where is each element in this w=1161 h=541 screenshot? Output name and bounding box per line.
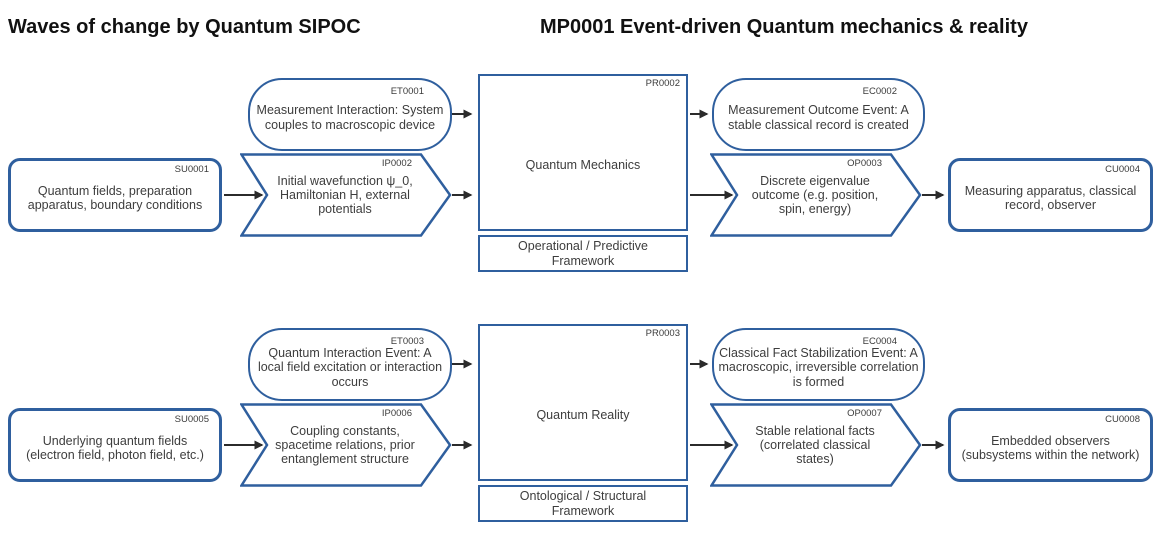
framework-text: Operational / Predictive Framework [518, 239, 648, 268]
input-text: Initial wavefunction ψ_0, Hamiltonian H,… [277, 173, 413, 217]
shape-id-label: PR0003 [645, 328, 680, 339]
framework-text: Ontological / Structural Framework [519, 489, 647, 518]
shape-id-label: SU0001 [174, 164, 209, 175]
process-name: Quantum Reality [536, 408, 630, 423]
row1-process-box: PR0002 Quantum Mechanics [478, 74, 688, 231]
diagram-title-right: MP0001 Event-driven Quantum mechanics & … [540, 16, 1028, 38]
supplier-text: Underlying quantum fields (electron fiel… [26, 433, 204, 462]
row2-customer-box: CU0008 Embedded observers (subsystems wi… [948, 408, 1153, 482]
row2-process-framework: Ontological / Structural Framework [478, 485, 688, 522]
process-name: Quantum Mechanics [525, 158, 641, 173]
row2-input-chevron: IP0006 Coupling constants, spacetime rel… [240, 403, 452, 487]
row1-output-chevron: OP0003 Discrete eigenvalue outcome (e.g.… [710, 153, 922, 237]
shape-id-label: PR0002 [645, 78, 680, 89]
row1-input-chevron: IP0002 Initial wavefunction ψ_0, Hamilto… [240, 153, 452, 237]
row1-supplier-box: SU0001 Quantum fields, preparation appar… [8, 158, 222, 232]
row1-customer-box: CU0004 Measuring apparatus, classical re… [948, 158, 1153, 232]
shape-id-label: IP0006 [381, 408, 412, 419]
row2-output-chevron: OP0007 Stable relational facts (correlat… [710, 403, 922, 487]
output-text: Stable relational facts (correlated clas… [755, 423, 875, 467]
shape-id-label: CU0008 [1105, 414, 1140, 425]
row2-event-consequence: EC0004 Classical Fact Stabilization Even… [712, 328, 925, 401]
input-text: Coupling constants, spacetime relations,… [275, 423, 415, 467]
supplier-text: Quantum fields, preparation apparatus, b… [27, 183, 203, 212]
chevron-shape [240, 153, 452, 237]
output-text: Discrete eigenvalue outcome (e.g. positi… [751, 173, 879, 217]
shape-id-label: OP0007 [847, 408, 882, 419]
event-trigger-text: Quantum Interaction Event: A local field… [257, 346, 443, 389]
chevron-outline [240, 403, 452, 487]
chevron-outline [710, 153, 922, 237]
chevron-outline [710, 403, 922, 487]
shape-id-label: EC0004 [862, 336, 897, 347]
event-consequence-text: Classical Fact Stabilization Event: A ma… [718, 346, 919, 389]
chevron-shape [710, 403, 922, 487]
row2-process-box: PR0003 Quantum Reality [478, 324, 688, 481]
shape-id-label: CU0004 [1105, 164, 1140, 175]
shape-id-label: ET0003 [390, 336, 424, 347]
customer-text: Measuring apparatus, classical record, o… [964, 183, 1137, 212]
shape-id-label: ET0001 [390, 86, 424, 97]
event-consequence-text: Measurement Outcome Event: A stable clas… [728, 103, 909, 132]
row1-event-consequence: EC0002 Measurement Outcome Event: A stab… [712, 78, 925, 151]
chevron-outline [240, 153, 452, 237]
row1-process-framework: Operational / Predictive Framework [478, 235, 688, 272]
chevron-shape [240, 403, 452, 487]
chevron-shape [710, 153, 922, 237]
row2-supplier-box: SU0005 Underlying quantum fields (electr… [8, 408, 222, 482]
row2-event-trigger: ET0003 Quantum Interaction Event: A loca… [248, 328, 452, 401]
event-trigger-text: Measurement Interaction: System couples … [256, 103, 444, 132]
row1-event-trigger: ET0001 Measurement Interaction: System c… [248, 78, 452, 151]
diagram-title-left: Waves of change by Quantum SIPOC [8, 16, 361, 38]
shape-id-label: IP0002 [381, 158, 412, 169]
customer-text: Embedded observers (subsystems within th… [961, 433, 1140, 462]
shape-id-label: SU0005 [174, 414, 209, 425]
shape-id-label: OP0003 [847, 158, 882, 169]
shape-id-label: EC0002 [862, 86, 897, 97]
